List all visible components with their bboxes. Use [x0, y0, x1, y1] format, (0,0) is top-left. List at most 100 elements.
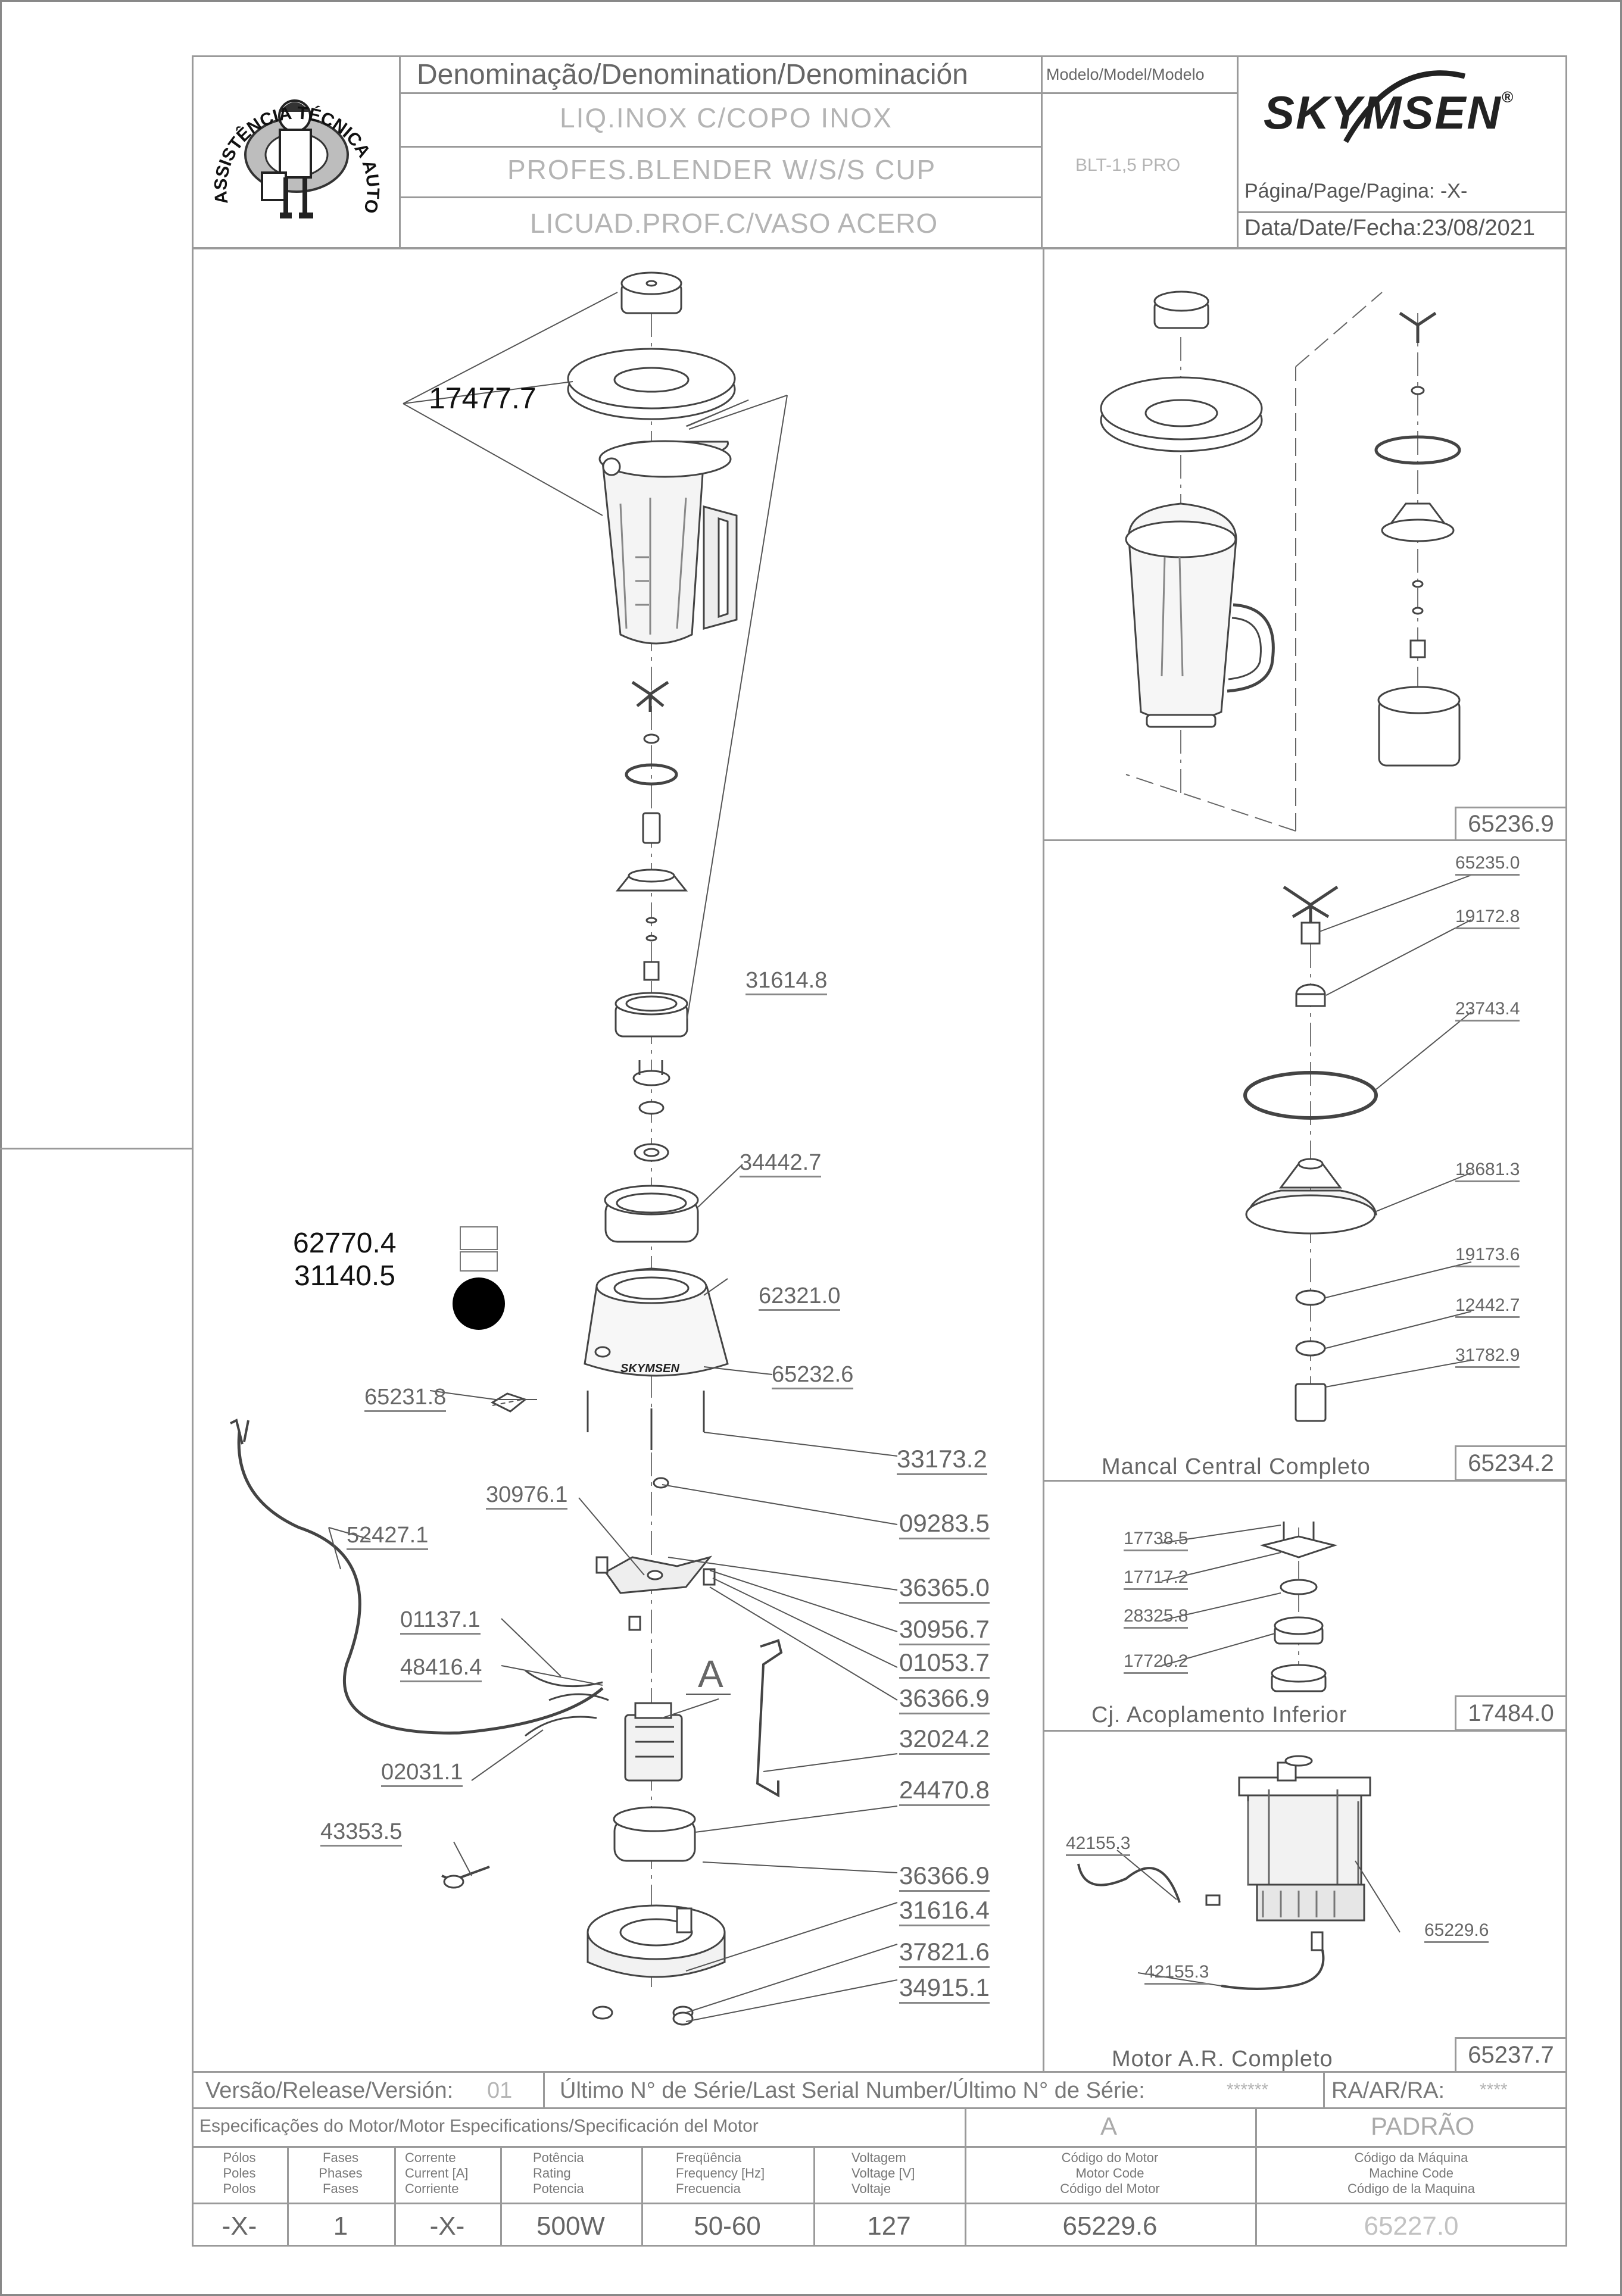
col-current-header: Corrente Current [A] Corriente: [405, 2150, 500, 2197]
col-header-line: Potencia: [533, 2181, 584, 2196]
callout-17717-2: 17717.2: [1124, 1569, 1189, 1590]
callout-32024-2: 32024.2: [899, 1726, 990, 1755]
panel-title-bearing: Mancal Central Completo: [1102, 1454, 1371, 1479]
footer-divider: [965, 2107, 966, 2247]
panel-divider: [1043, 1480, 1567, 1482]
motor-code-value: 65229.6: [1062, 2211, 1158, 2241]
col-header-line: Voltagem: [851, 2150, 906, 2165]
col-header-line: Freqüência: [676, 2150, 742, 2165]
callout-65229-6: 65229.6: [1424, 1922, 1489, 1943]
callout-12442-7: 12442.7: [1455, 1297, 1520, 1318]
panel-divider: [1043, 1730, 1567, 1732]
callout-34915-1: 34915.1: [899, 1975, 990, 2004]
title-divider: [1041, 55, 1043, 249]
model-label: Modelo/Model/Modelo: [1046, 65, 1205, 83]
footer-divider: [641, 2146, 643, 2247]
blade: [631, 680, 669, 712]
col-phases-header: Fases Phases Fases: [287, 2150, 394, 2197]
code-sticker-2: 31140.5: [294, 1260, 395, 1292]
callout-17720-2: 17720.2: [1124, 1653, 1189, 1674]
callout-37821-6: 37821.6: [899, 1939, 990, 1968]
callout-36365-0: 36365.0: [899, 1575, 990, 1604]
callout-30956-7: 30956.7: [899, 1617, 990, 1645]
title-divider: [399, 55, 401, 249]
ra-value: ****: [1480, 2080, 1508, 2100]
footer-divider: [813, 2146, 815, 2247]
callout-31616-4: 31616.4: [899, 1898, 990, 1926]
spec-a: A: [1100, 2112, 1118, 2140]
col-header-line: Pólos: [223, 2150, 256, 2165]
current-value: -X-: [429, 2211, 465, 2241]
col-poles-header: Pólos Poles Polos: [192, 2150, 287, 2197]
callout-17738-5: 17738.5: [1124, 1530, 1189, 1551]
date-label: Data/Date/Fecha:23/08/2021: [1244, 217, 1535, 239]
callout-09283-5: 09283.5: [899, 1511, 990, 1539]
sticker-icon: [460, 1251, 498, 1272]
callout-02031-1: 02031.1: [381, 1761, 463, 1787]
callout-01137-1: 01137.1: [400, 1608, 481, 1635]
col-rating-header: Potência Rating Potencia: [533, 2150, 641, 2197]
col-header-line: Fases: [323, 2150, 358, 2165]
brand-registered-mark: ®: [1501, 88, 1514, 106]
footer-divider: [192, 2203, 1567, 2204]
col-header-line: Current [A]: [405, 2166, 469, 2181]
panel-code-jar: 65236.9: [1455, 807, 1567, 841]
col-header-line: Phases: [319, 2166, 363, 2181]
col-header-line: Machine Code: [1369, 2166, 1453, 2181]
serial-value: ******: [1227, 2080, 1269, 2100]
panel-code-motor: 65237.7: [1455, 2037, 1567, 2073]
rating-value: 500W: [536, 2211, 605, 2241]
bearing-assembly-view: [1243, 874, 1472, 1422]
callout-19172-8: 19172.8: [1455, 908, 1520, 929]
serial-label: Último N° de Série/Last Serial Number/Úl…: [560, 2078, 1145, 2103]
panel-code-coupling: 17484.0: [1455, 1695, 1567, 1731]
col-header-line: Código del Motor: [1060, 2181, 1160, 2196]
panel-divider: [1043, 839, 1567, 841]
spec-standard: PADRÃO: [1371, 2112, 1475, 2140]
terminal-cover: [756, 1639, 783, 1798]
callout-23743-4: 23743.4: [1455, 1000, 1520, 1022]
col-header-line: Potência: [533, 2150, 584, 2165]
filing-mark: [0, 1148, 192, 1149]
col-header-line: Polos: [223, 2181, 256, 2196]
callout-42155-3: 42155.3: [1066, 1835, 1131, 1856]
footer-divider: [287, 2146, 289, 2247]
col-header-line: Corriente: [405, 2181, 459, 2196]
phases-value: 1: [333, 2211, 348, 2241]
col-header-line: Poles: [223, 2166, 256, 2181]
title-divider: [399, 146, 1041, 148]
sticker-icon: [460, 1226, 498, 1250]
callout-31782-9: 31782.9: [1455, 1347, 1520, 1368]
jar-assembly-view: [1100, 290, 1461, 832]
col-motor-code-header: Código do Motor Motor Code Código del Mo…: [965, 2150, 1255, 2197]
title-divider: [399, 196, 1041, 198]
motor: [624, 1714, 683, 1782]
title-divider: [1237, 211, 1567, 213]
panel-code-bearing: 65234.2: [1455, 1445, 1567, 1481]
title-divider: [1041, 92, 1237, 94]
coupling-assembly-view: [1161, 1522, 1338, 1692]
product-name-es: LICUAD.PROF.C/VASO ACERO: [530, 208, 938, 239]
callout-65231-8: 65231.8: [364, 1386, 447, 1412]
version-label: Versão/Release/Versión:: [205, 2078, 454, 2103]
footer-divider: [543, 2071, 545, 2108]
seal-logo: ASSISTÊNCIA TÉCNICA AUTORIZADA: [190, 44, 383, 218]
callout-48416-4: 48416.4: [400, 1656, 482, 1682]
denomination-label: Denominação/Denomination/Denominación: [417, 59, 968, 90]
footer-block: [192, 2071, 1567, 2247]
date-label-text: Data/Date/Fecha:: [1244, 215, 1422, 240]
col-machine-code-header: Código da Máquina Machine Code Código de…: [1255, 2150, 1567, 2197]
col-header-line: Corrente: [405, 2150, 456, 2165]
col-header-line: Rating: [533, 2166, 571, 2181]
voltage-value: 127: [867, 2211, 911, 2241]
callout-65235-0: 65235.0: [1455, 854, 1520, 876]
col-header-line: Motor Code: [1075, 2166, 1144, 2181]
col-frequency-header: Freqüência Frequency [Hz] Frecuencia: [676, 2150, 813, 2197]
col-header-line: Voltaje: [851, 2181, 891, 2196]
callout-01053-7: 01053.7: [899, 1650, 990, 1679]
panel-title-coupling: Cj. Acoplamento Inferior: [1091, 1703, 1347, 1728]
body-logo: SKYMSEN: [620, 1362, 679, 1375]
motor-assembly-view: [1077, 1755, 1400, 1990]
code-sticker-1: 62770.4: [293, 1227, 397, 1259]
